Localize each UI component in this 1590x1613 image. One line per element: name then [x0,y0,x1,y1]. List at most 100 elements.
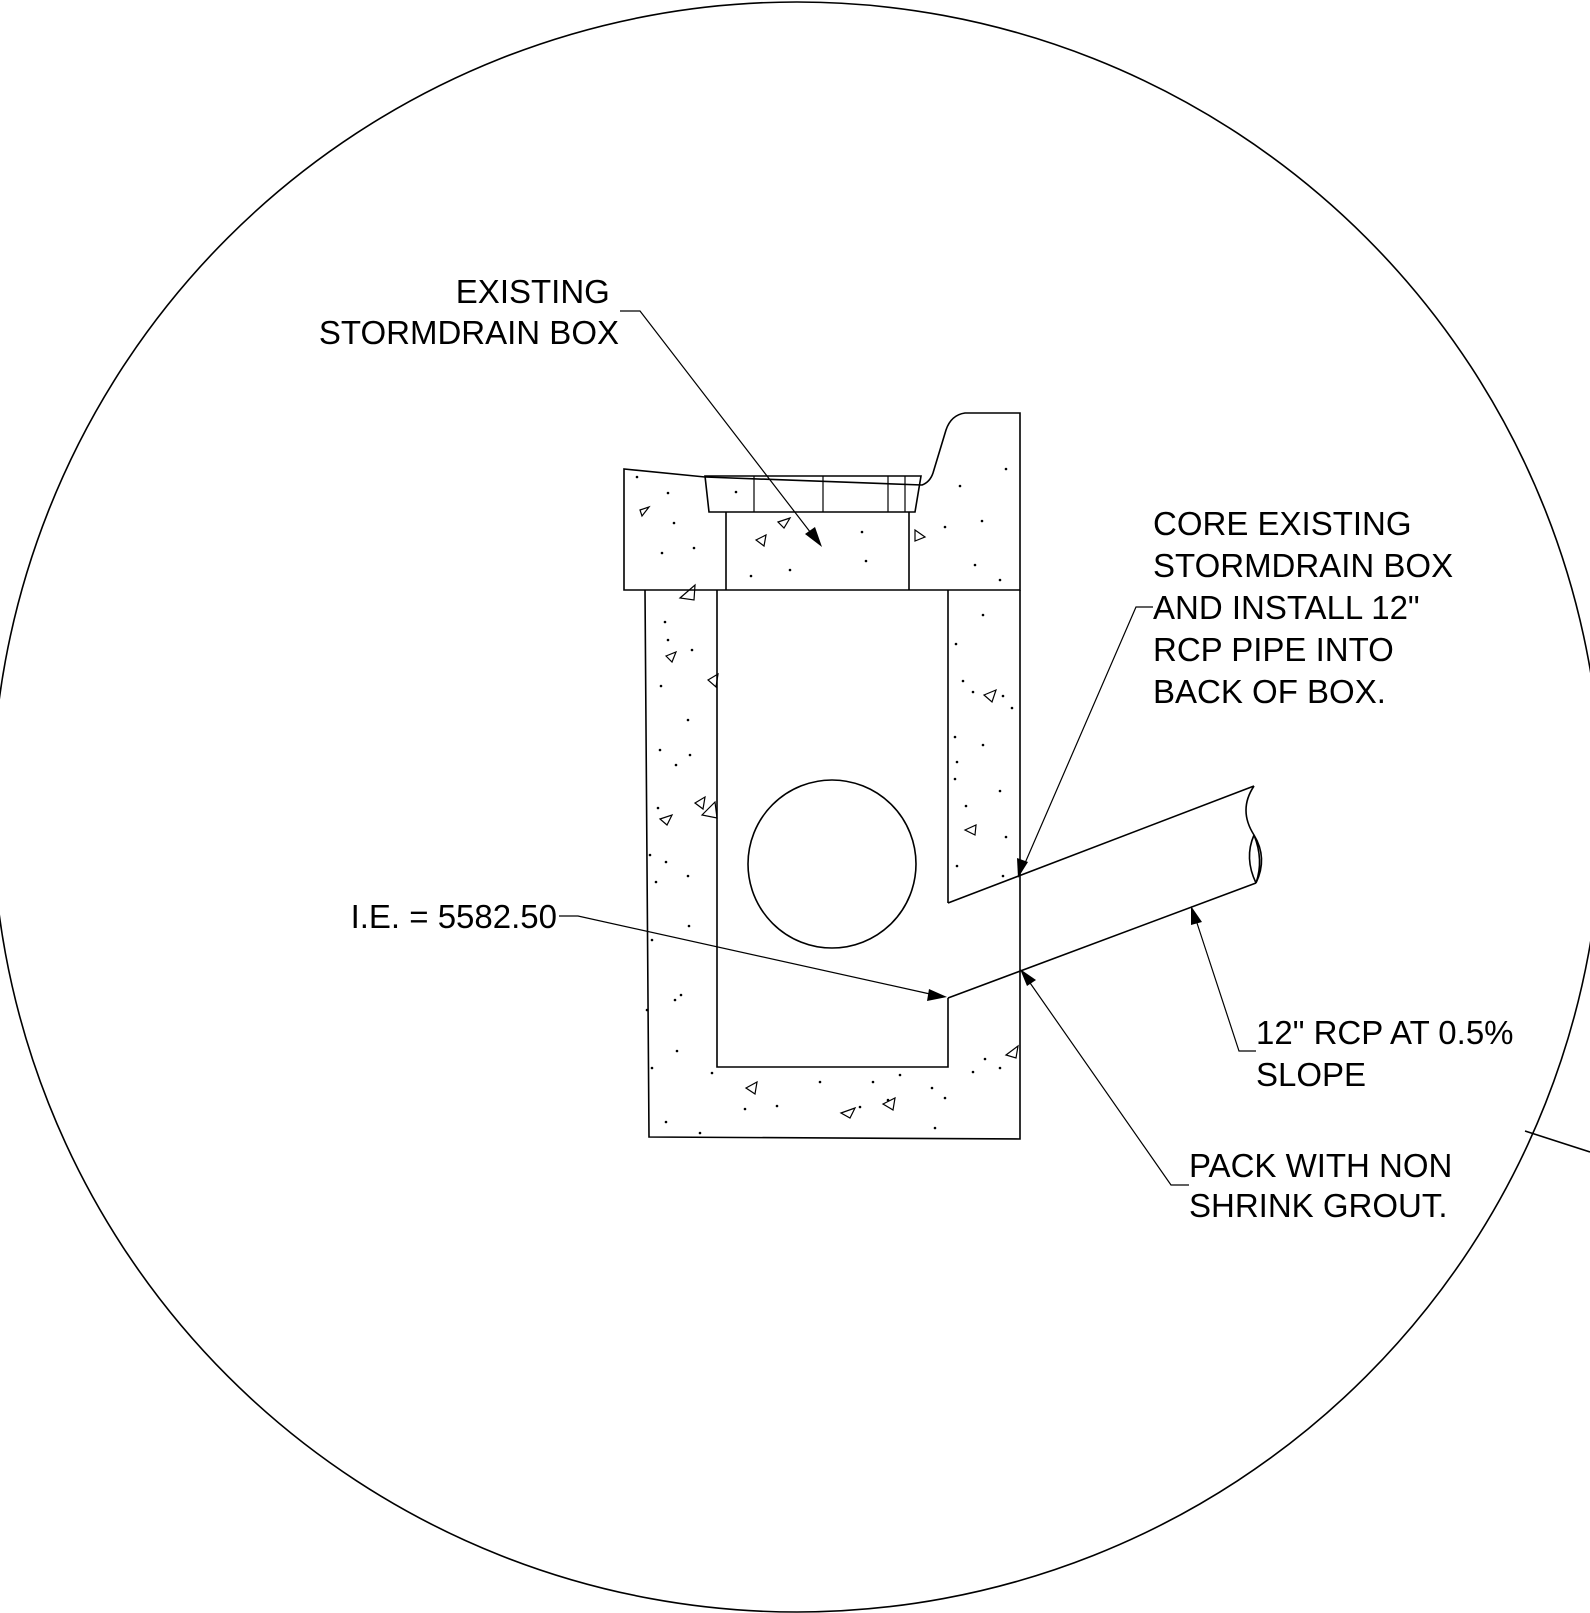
hatch-dot [818,1080,822,1084]
hatch-dot [954,642,958,646]
hatch-dot [971,1070,975,1074]
label-pipe-note: 12" RCP AT 0.5% SLOPE [1256,1014,1523,1093]
hatch-aggregate [914,528,927,542]
hatch-dot [664,1120,668,1124]
hatch-dot [654,880,658,884]
hatch-dot [660,551,664,555]
hatch-dot [656,806,660,810]
label-existing-box-line1: EXISTING [456,273,610,310]
hatch-dot [688,753,692,757]
hatch-dot [666,491,670,495]
hatch-dot [775,1104,779,1108]
hatch-dot [998,789,1002,793]
hatch-dot [961,679,965,683]
top-slab [623,412,1021,591]
hatch-dot [650,938,654,942]
label-pipe-note-line1: 12" RCP AT 0.5% [1256,1014,1514,1051]
label-core-note-line2: STORMDRAIN BOX [1153,547,1453,584]
hatch-dot [953,777,957,781]
hatch-dot [663,620,667,624]
hatch-aggregate [982,688,997,704]
hatch-dot [955,864,959,868]
hatch-aggregate [658,813,674,826]
hatch-aggregate [664,650,678,664]
hatch-aggregate [700,800,718,819]
label-core-note-line1: CORE EXISTING [1153,505,1412,542]
hatch-aggregate [839,1106,857,1119]
label-invert-elevation: I.E. = 5582.50 [351,898,557,935]
hatch-dot [981,743,985,747]
hatch-dot [943,525,947,529]
hatch-dot [953,735,957,739]
pipe-bottom-edge [947,882,1257,999]
pipe-opening [747,779,917,949]
label-grout-note-line1: PACK WITH NON [1189,1147,1452,1184]
hatch-aggregate [1004,1044,1019,1059]
label-core-note: CORE EXISTING STORMDRAIN BOX AND INSTALL… [1153,505,1462,710]
hatch-aggregate [881,1096,896,1111]
hatch-dot [686,718,690,722]
hatch-dot [650,1066,654,1070]
hatch-aggregate [693,795,706,811]
hatch-aggregate [706,672,719,689]
arrowhead-invert [927,989,947,1001]
hatch-dot [1010,706,1014,710]
hatch-dot [672,521,676,525]
hatch-dot [998,1066,1002,1070]
hatch-dot [971,690,975,694]
label-existing-box: EXISTING STORMDRAIN BOX [319,273,619,351]
hatch-dot [871,1080,875,1084]
hatch-dot [930,1086,934,1090]
hatch-dot [980,519,984,523]
hatch-dot [690,648,694,652]
hatch-dot [964,804,968,808]
hatch-dot [860,530,864,534]
hatch-dot [710,1071,714,1075]
hatch-dot [686,874,690,878]
hatch-dot [983,1057,987,1061]
hatch-dot [664,860,668,864]
hatch-dot [1004,835,1008,839]
hatch-dot [1004,467,1008,471]
hatch-dot [981,613,985,617]
hatch-dot [675,1049,679,1053]
hatch-dot [692,546,696,550]
hatch-dot [743,1107,747,1111]
leaders [559,310,1256,1186]
box-inner-chamber [716,590,949,1068]
grate-frame [704,475,922,513]
hatch-dot [645,1008,649,1012]
box-outer-walls [644,589,1021,1140]
pipe-top-edge [947,785,1255,904]
hatch-aggregate [639,505,651,518]
arrowhead-core-note [1017,858,1028,878]
hatch-dot [955,760,959,764]
stormdrain-box [623,412,1021,1140]
hatch-dot [943,1096,947,1100]
hatch-aggregate [678,583,696,601]
hatch-dot [666,638,670,642]
arrowhead-grout-note [1020,969,1036,986]
hatch-dot [659,684,663,688]
hatch-dot [1001,874,1005,878]
hatch-dot [673,998,677,1002]
hatch-aggregate [744,1080,758,1096]
label-core-note-line3: AND INSTALL 12" [1153,589,1420,626]
pipe-break-symbol [1245,785,1263,884]
hatch-dot [734,490,738,494]
label-grout-note: PACK WITH NON SHRINK GROUT. [1189,1147,1462,1224]
hatch-dot [788,568,792,572]
rcp-pipe [947,785,1263,999]
leader-grout-note [1027,979,1189,1186]
hatch-dot [933,1126,937,1130]
leader-invert [559,915,931,995]
concrete-hatch [635,467,1019,1135]
hatch-dot [635,475,639,479]
hatch-dot [998,578,1002,582]
hatch-aggregate [776,516,792,529]
hatch-dot [898,1073,902,1077]
hatch-dot [679,993,683,997]
label-grout-note-line2: SHRINK GROUT. [1189,1187,1448,1224]
